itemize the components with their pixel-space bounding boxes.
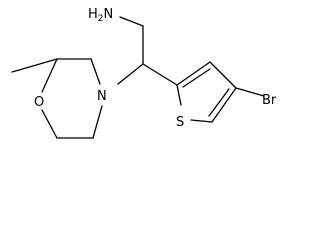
bond-ch-thiophene bbox=[142, 63, 178, 86]
bond-morpholine-o-c3 bbox=[41, 109, 58, 139]
bond-morpholine-n-c1 bbox=[90, 58, 101, 85]
bond-thiophene-c4-c5-inner bbox=[208, 88, 230, 117]
amine-h: H bbox=[88, 7, 98, 22]
bond-thiophene-s-c2 bbox=[176, 84, 182, 106]
bond-thiophene-c5-s bbox=[190, 119, 213, 123]
bond-ch-morpholine-n bbox=[117, 63, 144, 85]
amine-label: H2N bbox=[88, 7, 113, 24]
bond-methyl bbox=[11, 58, 58, 73]
bond-thiophene-c3-c4 bbox=[209, 61, 237, 89]
chemical-structure: H2N N O S Br bbox=[11, 7, 277, 139]
bond-morpholine-c2-o bbox=[41, 58, 58, 93]
bond-thiophene-c4-c5 bbox=[211, 87, 237, 123]
oxygen-label: O bbox=[34, 95, 44, 110]
bond-thiophene-c2-c3-inner bbox=[182, 68, 211, 88]
bond-c-br bbox=[235, 87, 265, 97]
bond-morpholine-c4-n bbox=[92, 105, 103, 139]
sulfur-label: S bbox=[176, 115, 184, 130]
bromine-label: Br bbox=[262, 93, 277, 108]
amine-n: N bbox=[104, 7, 114, 22]
bonds bbox=[11, 16, 265, 139]
amine-subscript: 2 bbox=[98, 14, 104, 24]
bond-nh2-ch2 bbox=[119, 16, 144, 27]
nitrogen-label: N bbox=[97, 89, 107, 104]
bond-thiophene-c2-c3 bbox=[176, 61, 211, 86]
atom-labels: H2N N O S Br bbox=[34, 7, 277, 130]
